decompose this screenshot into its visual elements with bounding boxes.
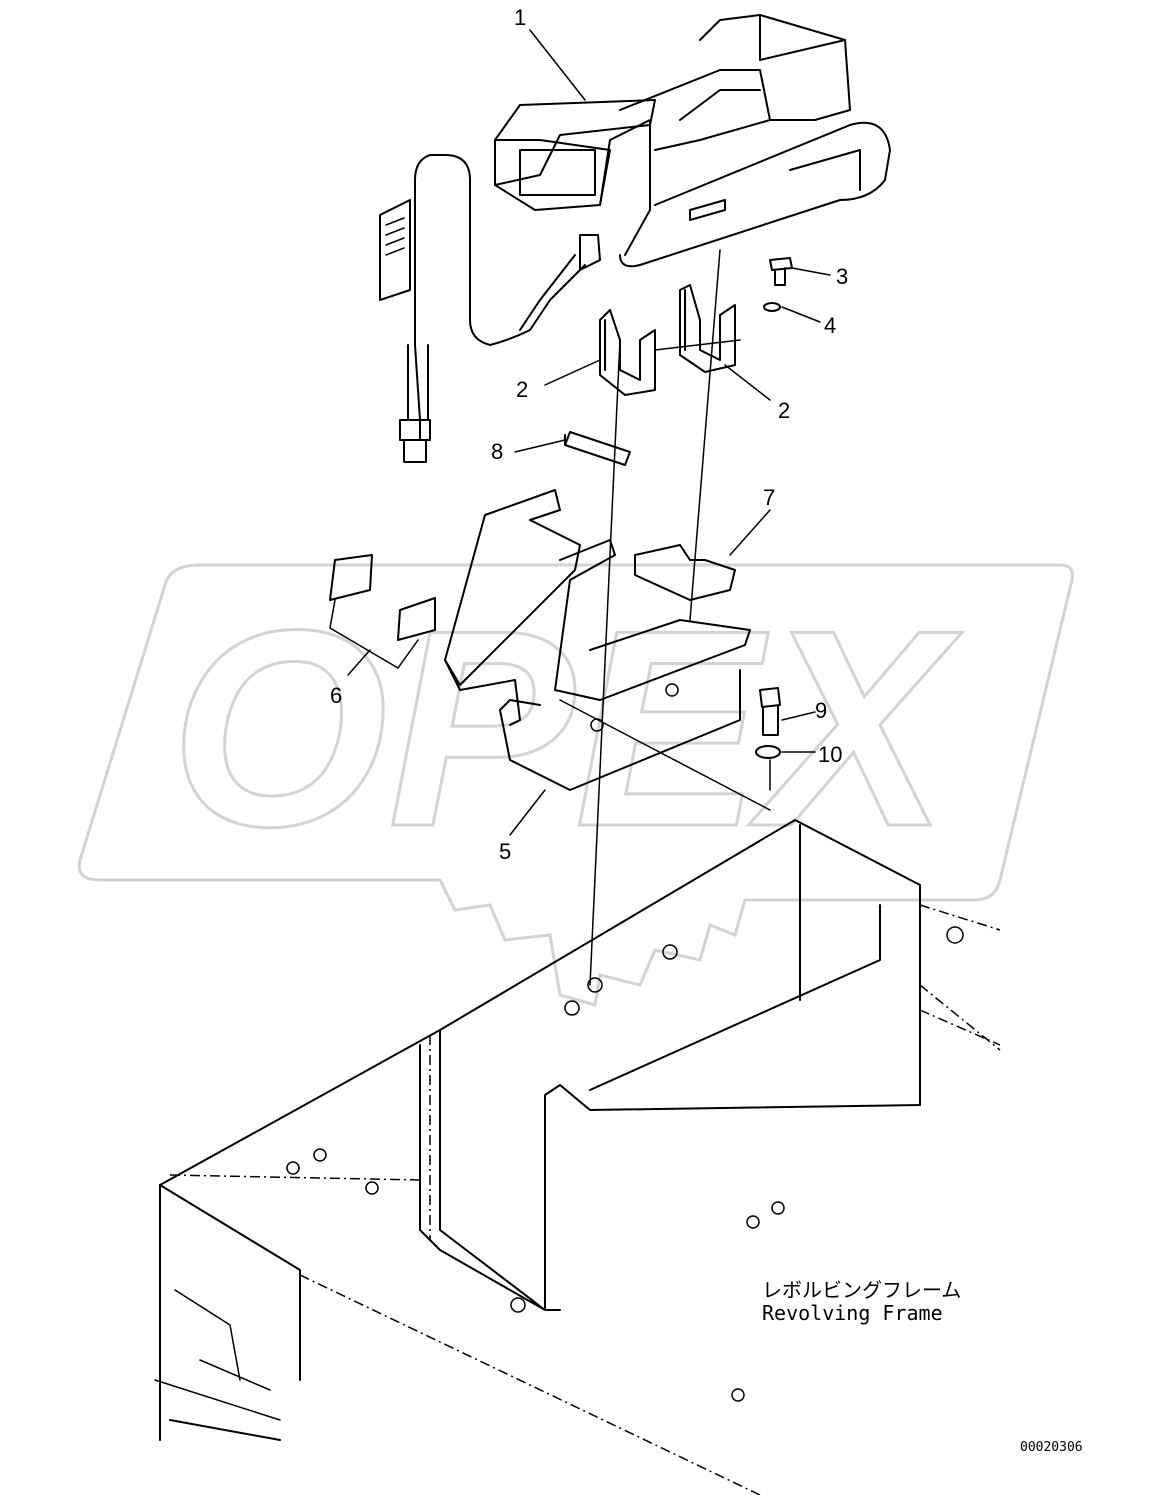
leader-lines <box>347 29 831 836</box>
callout-5: 5 <box>499 839 511 864</box>
callout-10: 10 <box>818 742 842 767</box>
callout-6: 6 <box>330 683 342 708</box>
bolt-large <box>759 687 781 736</box>
plate-7 <box>634 544 736 601</box>
cushion-set <box>329 554 436 669</box>
callout-3: 3 <box>836 264 848 289</box>
callout-4: 4 <box>824 313 836 338</box>
pad-8 <box>564 431 631 466</box>
callout-2-left: 2 <box>516 377 528 402</box>
callout-7: 7 <box>763 485 775 510</box>
watermark-text: OPEX <box>170 573 963 885</box>
assembly-lines <box>559 249 771 986</box>
revolving-frame <box>154 819 1001 1495</box>
frame-label-japanese: レボルビングフレーム <box>762 1278 961 1302</box>
bolt-small <box>769 257 793 286</box>
washer-large <box>755 745 781 759</box>
clip-right <box>679 284 736 373</box>
callout-9: 9 <box>815 698 827 723</box>
bracket <box>444 489 751 791</box>
callout-2-right: 2 <box>778 398 790 423</box>
clip-left <box>599 309 656 396</box>
watermark: OPEX <box>77 563 1074 1007</box>
drawing-number: 00020306 <box>1020 1440 1083 1455</box>
washer-small <box>763 302 781 312</box>
grease-gun <box>379 14 891 463</box>
callout-1: 1 <box>514 5 526 30</box>
callout-8: 8 <box>491 439 503 464</box>
frame-label-english: Revolving Frame <box>762 1301 943 1325</box>
